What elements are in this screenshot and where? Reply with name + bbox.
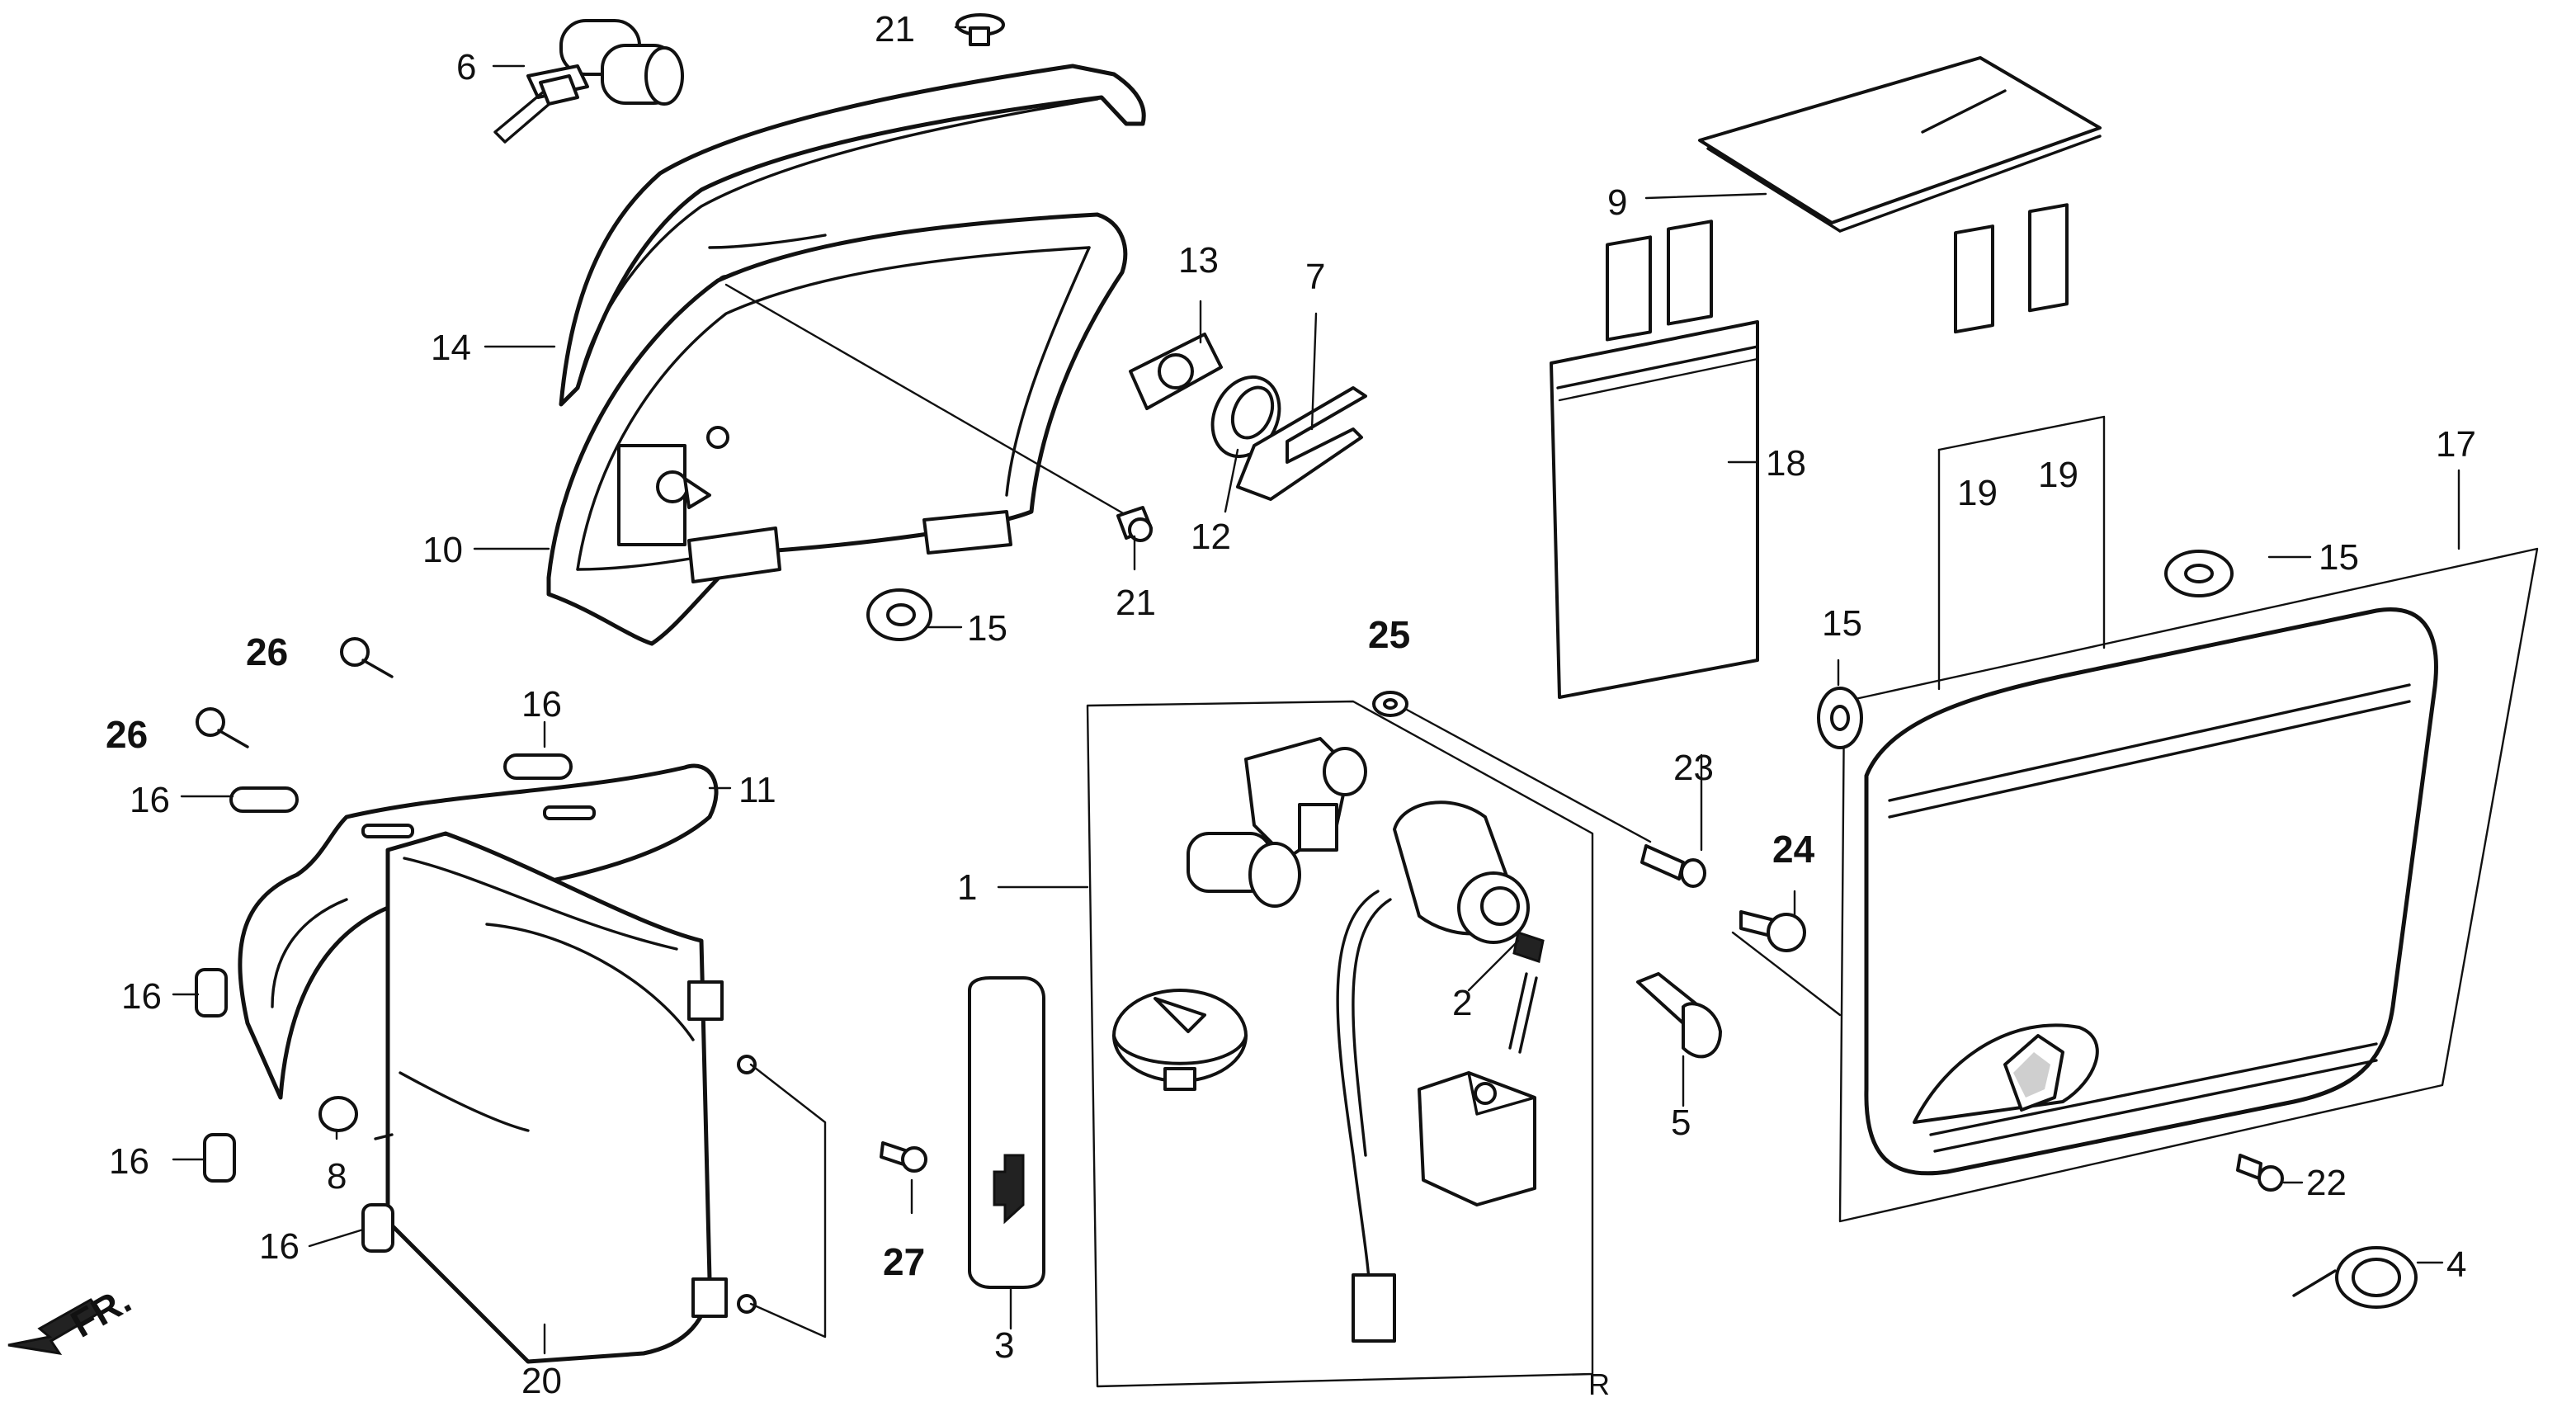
part-key-blank-5 <box>1636 972 1722 1059</box>
leader-lines <box>172 26 2460 1355</box>
part-plate-13 <box>1129 333 1223 410</box>
part-plug-16-b <box>229 786 299 813</box>
callout-14: 14 <box>431 328 471 368</box>
callout-13: 13 <box>1178 240 1219 281</box>
front-label: FR. <box>64 1278 138 1346</box>
part-key-cylinder-6 <box>493 19 684 144</box>
callout-11: 11 <box>738 770 776 810</box>
callout-18: 18 <box>1766 443 1806 484</box>
part-grommet-15-left <box>866 588 932 641</box>
part-plate-3 <box>968 976 1045 1289</box>
callout-17: 17 <box>2436 424 2476 465</box>
callout-27: 27 <box>883 1240 925 1283</box>
callout-16-e: 16 <box>259 1226 300 1267</box>
callout-22: 22 <box>2306 1163 2347 1203</box>
part-ring-4 <box>2292 1246 2418 1309</box>
part-manual-18 <box>1550 220 1759 699</box>
part-tool-bag-9 <box>1698 56 2102 233</box>
callout-26-b: 26 <box>106 713 148 756</box>
part-side-frame-10 <box>546 212 1128 646</box>
front-direction-arrow <box>7 1298 103 1356</box>
callout-15-mid: 15 <box>1822 603 1862 644</box>
part-screw-22 <box>2236 1154 2284 1192</box>
part-plug-16-c <box>195 968 228 1017</box>
callout-8: 8 <box>327 1156 347 1197</box>
callout-4: 4 <box>2446 1244 2466 1285</box>
part-washer-25 <box>1372 691 1652 843</box>
callout-15-left: 15 <box>967 608 1007 649</box>
callout-21-mid: 21 <box>1116 583 1156 623</box>
part-plug-16-d <box>203 1133 236 1183</box>
callout-20: 20 <box>521 1361 562 1401</box>
callout-2: 2 <box>1452 983 1472 1023</box>
part-bolt-27 <box>880 1141 927 1173</box>
callout-24: 24 <box>1772 828 1815 871</box>
part-labels-19 <box>1937 203 2106 691</box>
callout-12: 12 <box>1191 517 1231 557</box>
callout-19-b: 19 <box>2038 455 2078 495</box>
part-screw-23 <box>1640 844 1706 888</box>
callout-16-c: 16 <box>121 976 162 1017</box>
callout-7: 7 <box>1305 257 1325 297</box>
callout-23: 23 <box>1673 748 1714 788</box>
part-bolt-26-a <box>340 637 394 678</box>
part-clip-7 <box>1236 386 1367 501</box>
callout-labels: 6 21 9 13 7 14 10 21 12 15 18 19 19 17 1… <box>64 9 2476 1401</box>
part-plug-16-a <box>503 753 573 780</box>
callout-16-d: 16 <box>109 1141 149 1182</box>
callout-25: 25 <box>1368 613 1410 656</box>
callout-5: 5 <box>1671 1102 1691 1143</box>
leader-line <box>724 283 1136 522</box>
callout-21-top: 21 <box>875 9 915 50</box>
callout-19-a: 19 <box>1957 473 1998 513</box>
part-inner-cover-20 <box>385 831 827 1364</box>
part-lock-set-1 <box>1086 700 1594 1388</box>
part-screw-21-mid <box>1116 506 1153 542</box>
part-grommet-15-upper <box>2164 550 2234 597</box>
part-screw-21-top <box>955 13 1005 46</box>
callout-15-right: 15 <box>2319 537 2359 578</box>
callout-3: 3 <box>994 1325 1014 1366</box>
part-plug-8 <box>318 1096 394 1140</box>
callout-6: 6 <box>456 47 476 87</box>
part-bracket-11 <box>238 763 719 1100</box>
part-bolt-26-b <box>196 707 249 748</box>
callout-10: 10 <box>422 530 463 570</box>
callout-16-b: 16 <box>130 780 170 820</box>
part-side-cover-17 <box>1838 547 2539 1223</box>
callout-1: 1 <box>957 867 977 908</box>
part-grommet-12 <box>1210 375 1281 459</box>
callout-16-a: 16 <box>521 684 562 725</box>
revision-mark: R <box>1588 1367 1610 1401</box>
part-plug-16-e <box>361 1203 394 1253</box>
part-bolt-24 <box>1731 910 1842 1017</box>
part-grommet-15-mid <box>1817 687 1863 749</box>
callout-26-a: 26 <box>246 630 288 673</box>
callout-9: 9 <box>1607 182 1627 223</box>
